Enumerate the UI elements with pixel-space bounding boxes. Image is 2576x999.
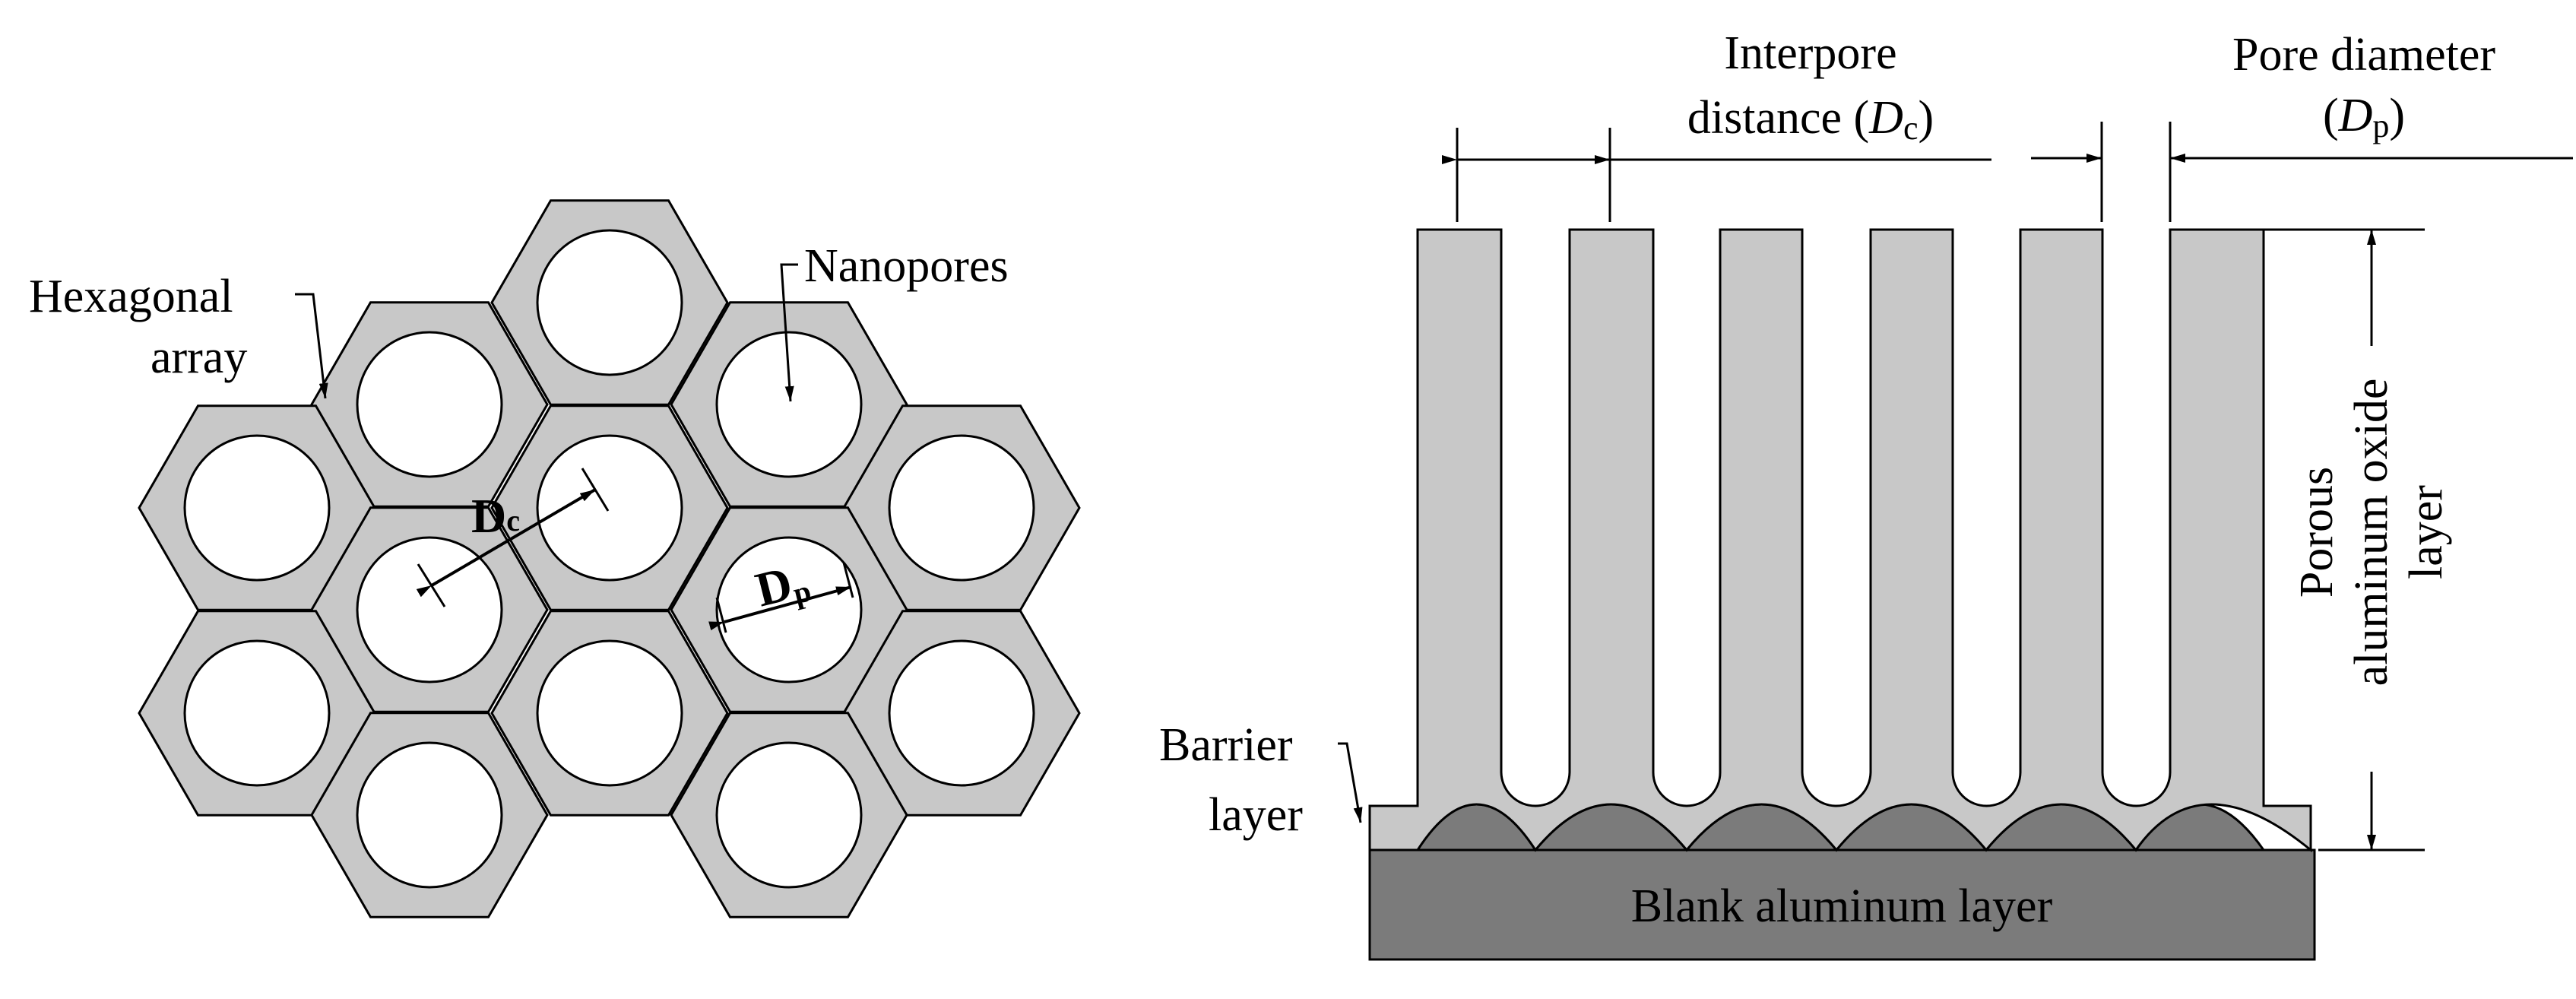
- hexagonal-array-label-line1: Hexagonal: [29, 271, 233, 322]
- dc-dimension: [416, 468, 610, 607]
- barrier-leader: [1338, 742, 1363, 823]
- pore-diameter-dimension: [2031, 122, 2573, 222]
- pore-diameter-label-line1: Pore diameter: [2232, 29, 2495, 81]
- nanopore: [888, 434, 1035, 582]
- nanopore: [715, 741, 863, 889]
- nanopore: [715, 331, 863, 478]
- svg-text:aluminum oxide: aluminum oxide: [2346, 379, 2397, 687]
- nanopore: [536, 229, 683, 376]
- dp-dimension: [708, 562, 854, 633]
- nanopore: [888, 639, 1035, 787]
- nanopore: [536, 639, 683, 787]
- barrier-label-line1: Barrier: [1159, 719, 1293, 771]
- interpore-dimension: [1442, 128, 1991, 222]
- svg-text:layer: layer: [2400, 485, 2452, 579]
- nanopore: [356, 331, 503, 478]
- pore-diameter-label-line2: (Dp): [2323, 90, 2405, 144]
- nanopore: [356, 741, 503, 889]
- nanopores-leader: [780, 263, 798, 402]
- nanopore: [356, 536, 503, 683]
- svg-text:Porous: Porous: [2291, 467, 2343, 598]
- hexagonal-array-panel: [138, 199, 1081, 918]
- interpore-label-line1: Interpore: [1724, 27, 1896, 79]
- hexagonal-array-leader: [295, 293, 328, 399]
- oxide-label: Porous aluminum oxide layer: [2291, 379, 2452, 687]
- barrier-label-line2: layer: [1209, 789, 1303, 841]
- oxide-label-backdrop: [2296, 346, 2470, 772]
- dc-symbol: Dc: [471, 489, 520, 543]
- nanopore: [183, 434, 331, 582]
- blank-aluminum-layer: [1368, 848, 2316, 961]
- porous-oxide-layer: [1368, 228, 2312, 853]
- blank-aluminum-layer-label: Blank aluminum layer: [1631, 880, 2053, 932]
- interpore-label-line2: distance (Dc): [1687, 92, 1934, 147]
- nanopore: [536, 434, 683, 582]
- nanopores-label: Nanopores: [804, 240, 1009, 292]
- hexagonal-array-label-line2: array: [151, 331, 247, 383]
- nanopore: [183, 639, 331, 787]
